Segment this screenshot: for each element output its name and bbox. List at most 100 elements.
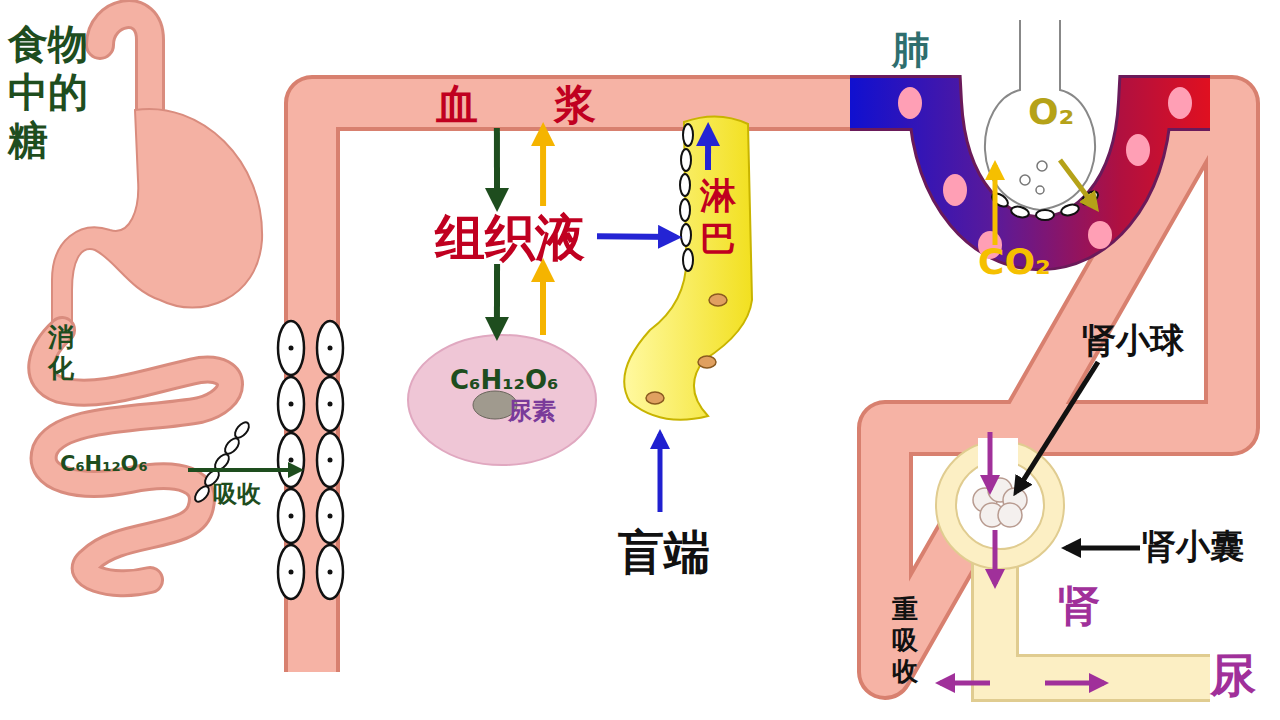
blood-vessel-part (312, 103, 1232, 672)
lymph-vessel-shape-part-part-part (683, 124, 693, 146)
lung-alveolus-shape-part-part (985, 20, 1095, 210)
vessel-wall-cells-part (317, 545, 343, 599)
blind-end-arrow (658, 434, 663, 512)
nephron: 肾 (930, 455, 1210, 700)
lung-alveolus-shape-part-part-part (898, 87, 922, 119)
lung-alveolus-shape-part-part-part (1020, 175, 1030, 185)
gas-label: O₂ (1028, 90, 1074, 133)
lymph-vessel-shape-part-part-part (646, 392, 664, 404)
filtration-arrow (988, 432, 993, 490)
o2-arrow (1060, 160, 1096, 208)
digestive-tract-shape-part-part-part (222, 436, 241, 456)
lymph-vessel-shape-part-part-part (698, 356, 716, 368)
nephron-shape (930, 455, 1210, 700)
lung-alveolus-shape-part-part-part (990, 191, 1010, 210)
exchange-arrow (597, 233, 676, 240)
lymph-vessel-shape-part-part-part (683, 249, 693, 271)
blood-vessel (312, 103, 1232, 672)
part-label: 肾小球 (1082, 320, 1184, 361)
lung-alveolus-shape-part-part (1020, 161, 1047, 194)
vessel-wall-cells-part (278, 321, 304, 375)
absorb-arrow (188, 468, 300, 472)
lymph-vessel-shape-part-part (624, 116, 752, 419)
vessel-wall-cells-part (278, 377, 304, 431)
digestive-tract-shape-part-part (52, 109, 262, 330)
digestive-tract-shape-part-part-part (212, 452, 231, 472)
cell-nucleus-dots-part (289, 402, 294, 407)
process-label: 重吸收 (892, 594, 920, 688)
node-text: C₆H₁₂O₆ (450, 365, 559, 396)
lung-alveolus-shape-part-part-part (1080, 189, 1100, 208)
digestive-tract-shape-part-part (100, 14, 150, 115)
blood-vessel-part (312, 103, 1232, 672)
lymph-vessel-shape-part-part (646, 294, 727, 404)
lymph-vessel-shape-part-part-part (681, 224, 691, 246)
vessel-wall-cells-part (317, 377, 343, 431)
cell-nucleus-dots-part (328, 458, 333, 463)
vessel-wall-cells-part (317, 489, 343, 543)
lung-alveolus-shape-part-part-part (943, 174, 967, 206)
co2-arrow (993, 165, 998, 245)
lung-alveolus-shape-part (850, 20, 1210, 259)
vessel-wall-cells-part (278, 489, 304, 543)
tissue-cell: C₆H₁₂O₆尿素 (408, 335, 596, 465)
digestive-tract-shape-part-part-part (232, 420, 251, 440)
vessel-wall-cells (278, 321, 343, 599)
node-text: 肺 (892, 28, 930, 74)
exchange-arrow (705, 128, 711, 170)
reabsorb-arrow (940, 681, 990, 686)
exchange-arrow (494, 128, 500, 206)
exchange-arrow (540, 264, 546, 335)
digestive-tract-shape-part-part-part (192, 484, 211, 504)
nephron-shape-part-part-part (998, 503, 1022, 527)
part-label: 尿 (1210, 648, 1256, 703)
lung-alveolus-shape-part-part-part (1126, 134, 1150, 166)
node-text: 血 (436, 80, 478, 130)
node-text: 浆 (554, 80, 596, 130)
exchange-arrow (540, 128, 546, 206)
lymph-vessel-shape-part-part (680, 124, 693, 271)
vessel-wall-cells-part (278, 433, 304, 487)
node-text: 尿素 (508, 397, 556, 426)
cell-nucleus-dots-part (289, 458, 294, 463)
lung-alveolus-shape-part-part-part (1010, 205, 1030, 219)
part-label: 盲端 (618, 525, 710, 580)
tissue-cell-shape-part (408, 335, 596, 465)
lymph-vessel-shape-part-part-part (709, 294, 727, 306)
urine-arrow (1045, 681, 1104, 686)
cell-nucleus-dots-part (328, 514, 333, 519)
nephron-shape-part-part (978, 438, 1018, 468)
tissue-cell-shape-part-part (408, 335, 596, 465)
exchange-arrow (494, 264, 500, 335)
part-label: 肾小囊 (1142, 526, 1244, 567)
lymph-vessel-shape-part-part-part (680, 174, 690, 196)
node-text: C₆H₁₂O₆ (60, 452, 148, 477)
lymph-vessel-shape-part (624, 116, 752, 419)
node-text: 食物中的糖 (8, 20, 94, 164)
nephron-shape-part-part (973, 478, 1027, 527)
cell-nucleus-dots-part (328, 346, 333, 351)
vessel-wall-cells-part (317, 321, 343, 375)
lymph-vessel-shape-part-part-part (680, 199, 690, 221)
node-text: 组织液 (435, 208, 585, 268)
digestive-tract-shape-part-part (100, 14, 150, 115)
lung-alveolus-shape-part-part-part (1036, 210, 1054, 220)
cell-nucleus-dots-part (289, 346, 294, 351)
cell-nucleus-dots-part (328, 402, 333, 407)
lymph-vessel: 淋巴 (676, 170, 756, 425)
filtration-arrow (993, 530, 998, 584)
tissue-fluid-node: 组织液 (435, 206, 597, 264)
node-text: 肾 (1058, 581, 1100, 631)
lymph-vessel-shape-part-part-part (681, 149, 691, 171)
lung-alveolus-shape-part-part-part (1060, 203, 1080, 217)
node-text: 消化 (48, 322, 78, 384)
lung-alveolus-shape-part-part (990, 189, 1100, 220)
lung-alveolus-shape-part-part-part (1088, 221, 1112, 249)
tissue-cell-shape (408, 335, 596, 465)
vessel-wall-cells-part (317, 433, 343, 487)
cell-nucleus-dots-part (289, 570, 294, 575)
cell-nucleus-dots-part (289, 514, 294, 519)
leader-line (1066, 546, 1140, 551)
cell-nucleus-dots (289, 346, 333, 575)
